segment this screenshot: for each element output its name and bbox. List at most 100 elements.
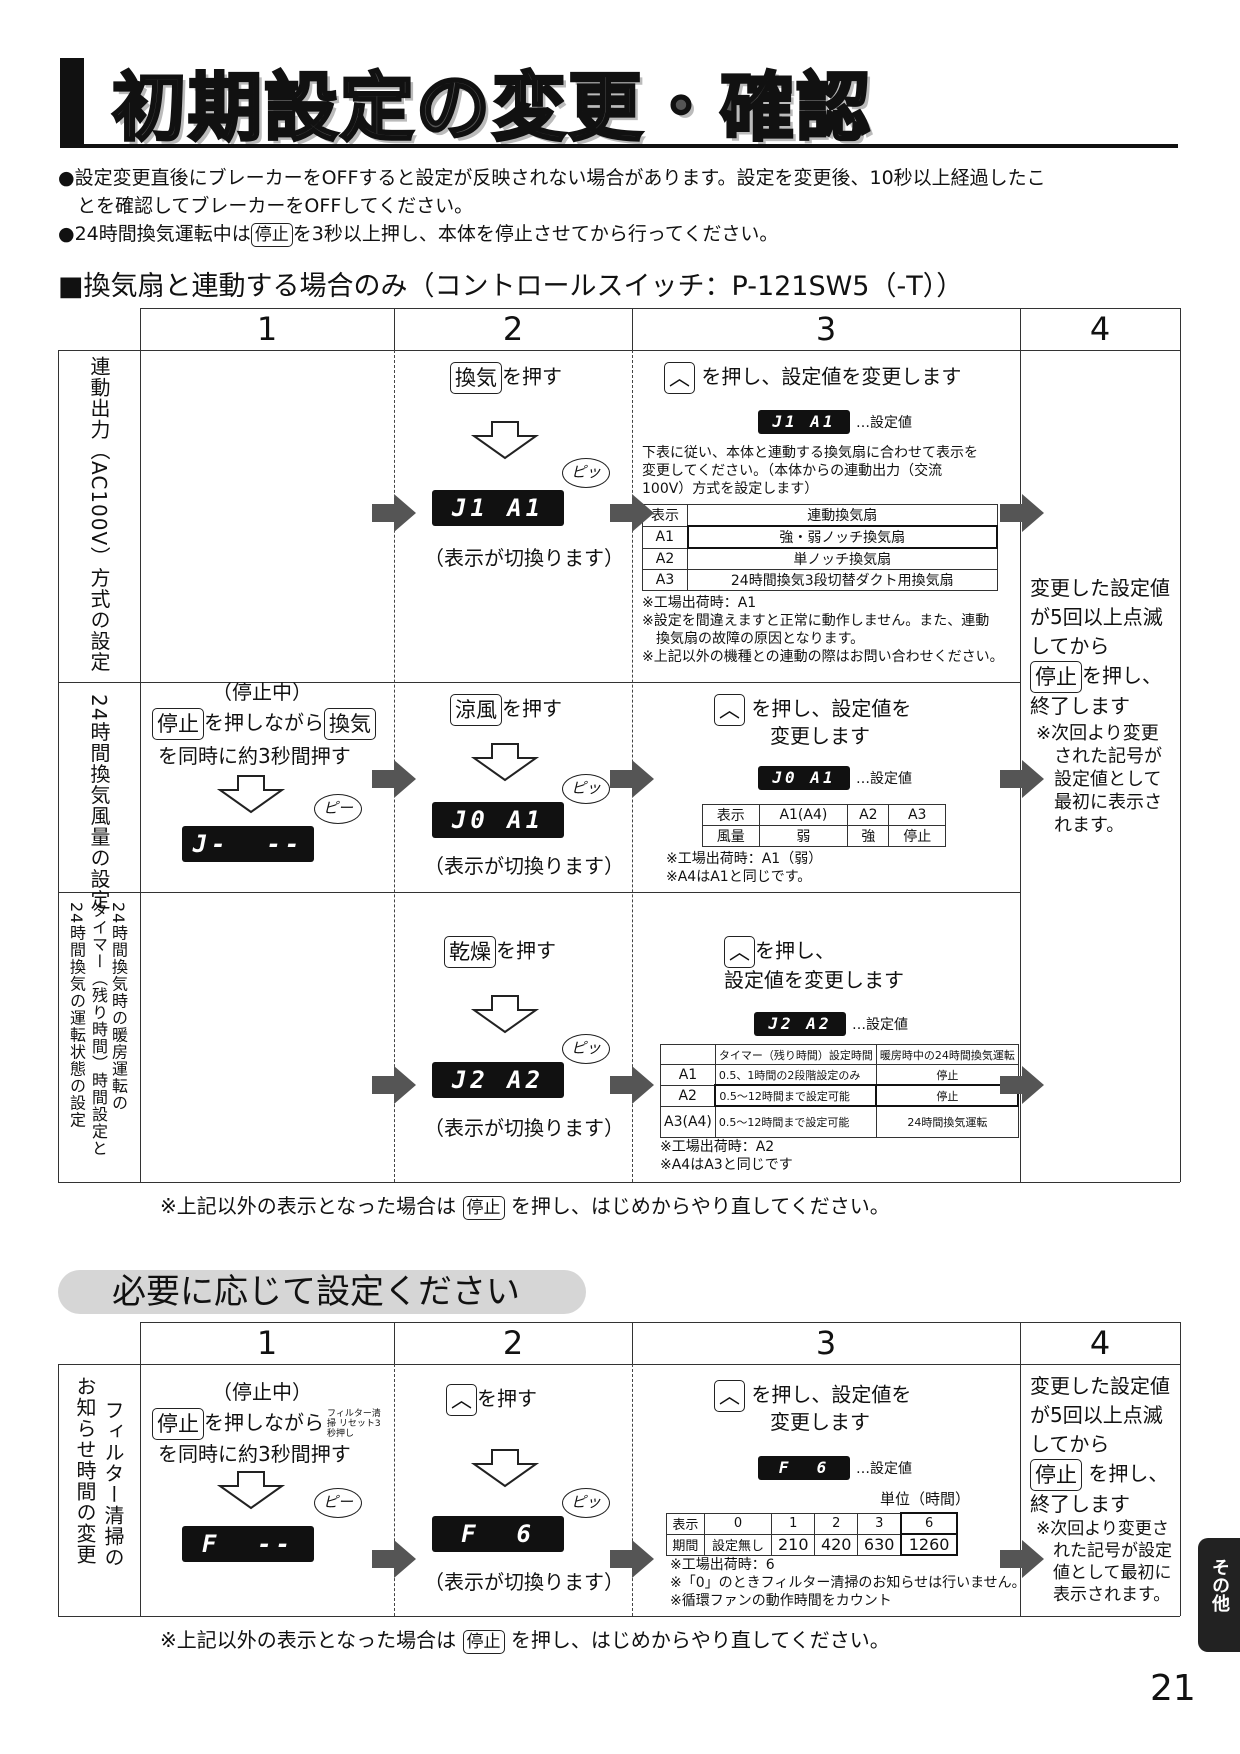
kanso-key: 乾燥 [444, 936, 496, 968]
step-header-2: 2 [502, 310, 524, 348]
flow-arrow-icon [372, 494, 416, 532]
section2-title: 必要に応じて設定ください [112, 1272, 520, 1312]
lcd-display: J- -- [182, 826, 314, 862]
switching-text: （表示が切換ります） [424, 546, 624, 570]
step-header-3: 3 [815, 1324, 837, 1362]
switching-text: （表示が切換ります） [424, 1116, 624, 1140]
lcd-display: F 6 [432, 1516, 564, 1552]
kanki-key: 換気 [450, 362, 502, 394]
row2-step2: 涼風を押す [450, 694, 562, 726]
up-key: ︿ [724, 936, 755, 968]
row1-step3-title: ︿ を押し、設定値を変更します [664, 362, 961, 394]
lcd-display: J2 A2 [432, 1062, 564, 1098]
stop-key: 停止 [152, 1408, 204, 1440]
section-subheading: ■換気扇と連動する場合のみ（コントロールスイッチ：P-121SW5（-T）） [58, 271, 964, 302]
row-label-filter-a: フィルター清掃の [101, 1400, 125, 1568]
note-2: とを確認してブレーカーをOFFしてください。 [58, 195, 474, 217]
page-number: 21 [1150, 1668, 1196, 1709]
up-key: ︿ [714, 694, 745, 726]
beep-bubble: ピッ [562, 1488, 610, 1518]
note-1: ●設定変更直後にブレーカーをOFFすると設定が反映されない場合があります。設定を… [58, 167, 1046, 189]
up-key: ︿ [446, 1384, 477, 1416]
setting-value-label: …設定値 [856, 1461, 912, 1477]
beep-bubble: ピッ [562, 1034, 610, 1064]
ryofu-key: 涼風 [450, 694, 502, 726]
section2-pill [58, 1270, 586, 1314]
stop-key: 停止 [462, 1629, 505, 1654]
beep-bubble: ピッ [562, 774, 610, 804]
setting-value-label: …設定値 [852, 1017, 908, 1033]
flow-arrow-icon [610, 1066, 654, 1104]
beep-bubble: ピッ [562, 458, 610, 488]
row3-step2: 乾燥を押す [444, 936, 556, 968]
flow-arrow-icon [372, 1066, 416, 1104]
side-tab-other: その他 [1198, 1538, 1240, 1652]
flow-arrow-icon [1000, 1540, 1044, 1578]
down-arrow-icon [470, 1449, 540, 1488]
step1-instruction: 停止を押しながら換気 [152, 708, 376, 740]
title-bar [60, 58, 84, 146]
up-key: ︿ [714, 1380, 745, 1412]
note-3: ●24時間換気運転中は停止を3秒以上押し、本体を停止させてから行ってください。 [58, 222, 779, 247]
lcd-display: J0 A1 [758, 766, 850, 790]
row-label-filter-b: お知らせ時間の変更 [73, 1376, 97, 1565]
row3-step3-title: ︿を押し、 [724, 936, 835, 968]
row-label-heating-c: 24時間換気の運転状態の設定 [67, 902, 86, 1129]
flow-arrow-icon [610, 494, 654, 532]
row-label-interlock: 連動出力（AC100V）方式の設定 [87, 356, 111, 673]
flow-arrow-icon [1000, 494, 1044, 532]
lcd-display: F 6 [758, 1456, 850, 1480]
row2-step3-title: ︿ を押し、設定値を [714, 694, 911, 726]
stop-key: 停止 [250, 222, 293, 247]
step1-stopped: （停止中） [212, 680, 312, 704]
down-arrow-icon [470, 743, 540, 782]
footnote-2: ※上記以外の表示となった場合は 停止 を押し、はじめからやり直してください。 [160, 1628, 890, 1654]
down-arrow-icon [470, 995, 540, 1034]
switching-text: （表示が切換ります） [424, 1570, 624, 1594]
stop-key: 停止 [462, 1195, 505, 1220]
row-label-heating-b: タイマー（残り時間）時間設定と [89, 902, 108, 1157]
lcd-display: J0 A1 [432, 802, 564, 838]
flow-arrow-icon [372, 1540, 416, 1578]
row-label-airflow: 24時間換気風量の設定 [87, 694, 111, 911]
step-header-3: 3 [815, 310, 837, 348]
lcd-display: F -- [182, 1526, 314, 1562]
lcd-display: J2 A2 [754, 1012, 846, 1036]
stop-key: 停止 [1030, 661, 1082, 693]
step-header-1: 1 [256, 310, 278, 348]
step-header-1: 1 [256, 1324, 278, 1362]
flow-arrow-icon [1000, 1066, 1044, 1104]
beep-bubble: ピー [314, 794, 362, 824]
flow-arrow-icon [1000, 760, 1044, 798]
page-title: 初期設定の変更・確認 [111, 64, 872, 153]
beep-bubble: ピー [314, 1488, 362, 1518]
flow-arrow-icon [610, 1540, 654, 1578]
step1-instruction-2: を同時に約3秒間押す [158, 744, 351, 768]
up-key: ︿ [664, 362, 695, 394]
footnote-1: ※上記以外の表示となった場合は 停止 を押し、はじめからやり直してください。 [160, 1194, 890, 1220]
step-header-2: 2 [502, 1324, 524, 1362]
flow-arrow-icon [610, 760, 654, 798]
step-header-4: 4 [1089, 310, 1111, 348]
stop-key: 停止 [152, 708, 204, 740]
filter-reset-key: フィルター清掃 リセット3秒押し [324, 1409, 384, 1439]
setting-value-label: …設定値 [856, 415, 912, 431]
down-arrow-icon [470, 421, 540, 460]
lcd-display: J1 A1 [432, 490, 564, 526]
switching-text: （表示が切換ります） [424, 854, 624, 878]
title-rule [60, 144, 1178, 148]
row-label-heating-a: 24時間換気時の暖房運転の [109, 902, 128, 1112]
down-arrow-icon [216, 775, 286, 814]
down-arrow-icon [216, 1471, 286, 1510]
setting-value-label: …設定値 [856, 771, 912, 787]
row1-step2: 換気を押す [450, 362, 562, 394]
step-header-4: 4 [1089, 1324, 1111, 1362]
stop-key: 停止 [1030, 1459, 1082, 1491]
flow-arrow-icon [372, 760, 416, 798]
kanki-key: 換気 [324, 708, 376, 740]
lcd-display: J1 A1 [758, 410, 850, 434]
